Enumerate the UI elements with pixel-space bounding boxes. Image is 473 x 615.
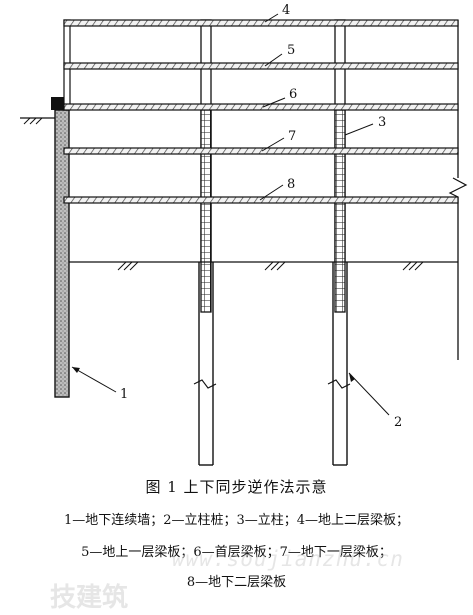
legend-line-3: 8—地下二层梁板	[186, 575, 287, 590]
legend-line-1: 1—地下连续墙；2—立柱桩；3—立柱；4—地上二层梁板；	[63, 513, 410, 528]
leader-lines	[71, 13, 390, 416]
slab-5	[63, 62, 459, 70]
slabs	[63, 19, 459, 204]
column-pile-1	[193, 262, 217, 466]
slab-4	[63, 19, 459, 27]
slab-7	[63, 147, 459, 155]
label-8: 8	[287, 177, 295, 192]
slab-8	[63, 196, 459, 204]
label-2: 2	[394, 415, 402, 430]
label-1: 1	[120, 387, 128, 402]
arrow-2	[349, 373, 355, 382]
diagram-figure: 4 5 6 7 8 3 1 2	[20, 3, 468, 466]
legend-line-2: 5—地上一层梁板；6—首层梁板；7—地下一层梁板；	[81, 545, 392, 560]
figure-caption: 图 1 上下同步逆作法示意	[145, 478, 328, 496]
label-7: 7	[288, 129, 296, 144]
label-4: 4	[282, 3, 290, 18]
label-6: 6	[289, 87, 297, 102]
label-3: 3	[378, 115, 386, 130]
ground-marks	[117, 261, 424, 271]
arrow-1	[72, 367, 80, 373]
slab-6	[63, 103, 459, 111]
column-pile-2	[327, 262, 351, 466]
label-5: 5	[287, 43, 295, 58]
right-edge	[448, 20, 468, 360]
watermark: 技建筑 www.soujianzhu.cn	[0, 547, 473, 615]
ground-hatch-left	[20, 117, 56, 125]
